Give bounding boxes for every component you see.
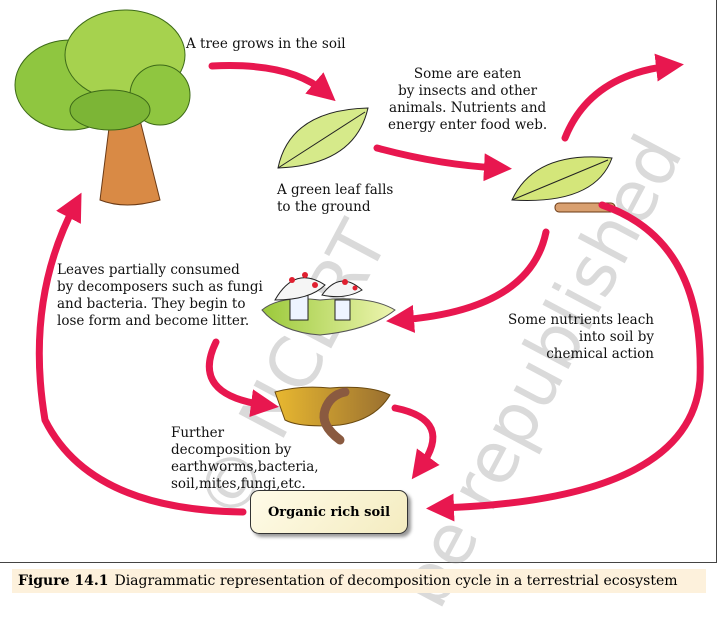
arrow-tree-to-leaf — [208, 62, 336, 102]
figure-number: Figure 14.1 — [18, 573, 109, 589]
label-partially-consumed: Leaves partially consumed by decomposers… — [57, 262, 263, 329]
arrow-soil-to-tree — [35, 192, 247, 516]
eaten-leaf-illustration — [511, 156, 616, 213]
label-tree-grows: A tree grows in the soil — [186, 36, 346, 52]
arrow-leaf-to-eaten — [373, 144, 512, 182]
arrow-to-food-web — [561, 53, 684, 142]
label-leaf-falls: A green leaf falls to the ground — [277, 182, 394, 215]
earthworm-soil-illustration — [274, 386, 391, 445]
tree-illustration — [14, 9, 191, 206]
arrow-leach — [426, 201, 704, 522]
figure-caption: Figure 14.1 Diagrammatic representation o… — [12, 569, 706, 593]
label-further-decomposition: Further decomposition by earthworms,bact… — [171, 425, 319, 492]
diagram-graphics — [14, 9, 704, 522]
diagram-frame — [0, 0, 717, 563]
green-leaf-illustration — [277, 107, 369, 169]
arrow-to-earthworm — [205, 338, 279, 418]
caption-text: Diagrammatic representation of decomposi… — [114, 573, 678, 589]
arrow-to-litter — [386, 228, 550, 333]
mushroom-illustration — [261, 272, 396, 336]
organic-rich-soil-box: Organic rich soil — [250, 490, 408, 534]
arrow-to-soil — [391, 404, 440, 480]
label-eaten: Some are eaten by insects and other anim… — [388, 66, 548, 133]
label-nutrients-leach: Some nutrients leach into soil by chemic… — [508, 312, 654, 362]
